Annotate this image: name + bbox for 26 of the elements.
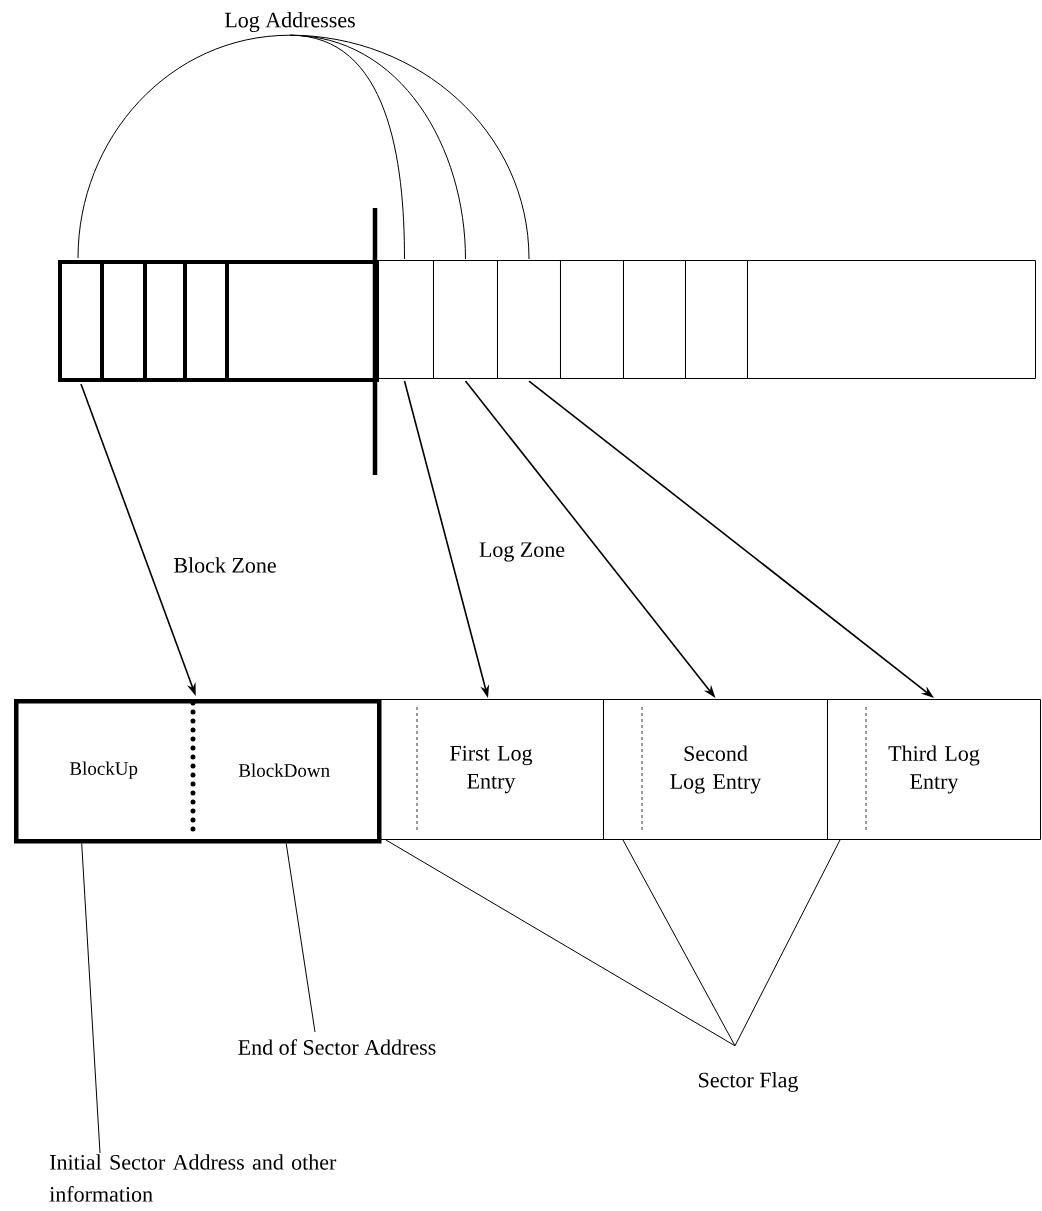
curved-line: [77, 34, 291, 259]
memory-cell: [497, 260, 561, 379]
curved-line: [289, 34, 530, 260]
memory-cell: [560, 260, 624, 379]
leader-line: [81, 842, 101, 1154]
memory-cell: [225, 260, 379, 382]
zone-label: Block Zone: [174, 557, 276, 573]
leader-line: [734, 839, 841, 1047]
block-label: BlockDown: [238, 763, 330, 777]
memory-cell: [623, 260, 686, 379]
memory-cell: [433, 260, 498, 379]
zone-label: Log Zone: [479, 542, 565, 562]
log-entry-box: First Log Entry: [378, 699, 604, 840]
callout-text: Initial Sector Address and other information: [49, 1154, 337, 1202]
leader-line: [622, 839, 736, 1047]
memory-cell: [375, 260, 434, 379]
block-label: BlockUp: [69, 761, 138, 779]
callout-text: Sector Flag: [699, 1072, 798, 1092]
block-zone-box: [14, 699, 382, 844]
leader-line: [385, 839, 736, 1047]
log-entry-box: Third Log Entry: [827, 699, 1041, 840]
callout-text: Log Addresses: [224, 12, 355, 32]
memory-cell: [685, 260, 748, 379]
memory-cell: [747, 260, 1036, 379]
log-entry-box: Second Log Entry: [603, 699, 828, 840]
callout-text: End of Sector Address: [238, 1039, 436, 1055]
